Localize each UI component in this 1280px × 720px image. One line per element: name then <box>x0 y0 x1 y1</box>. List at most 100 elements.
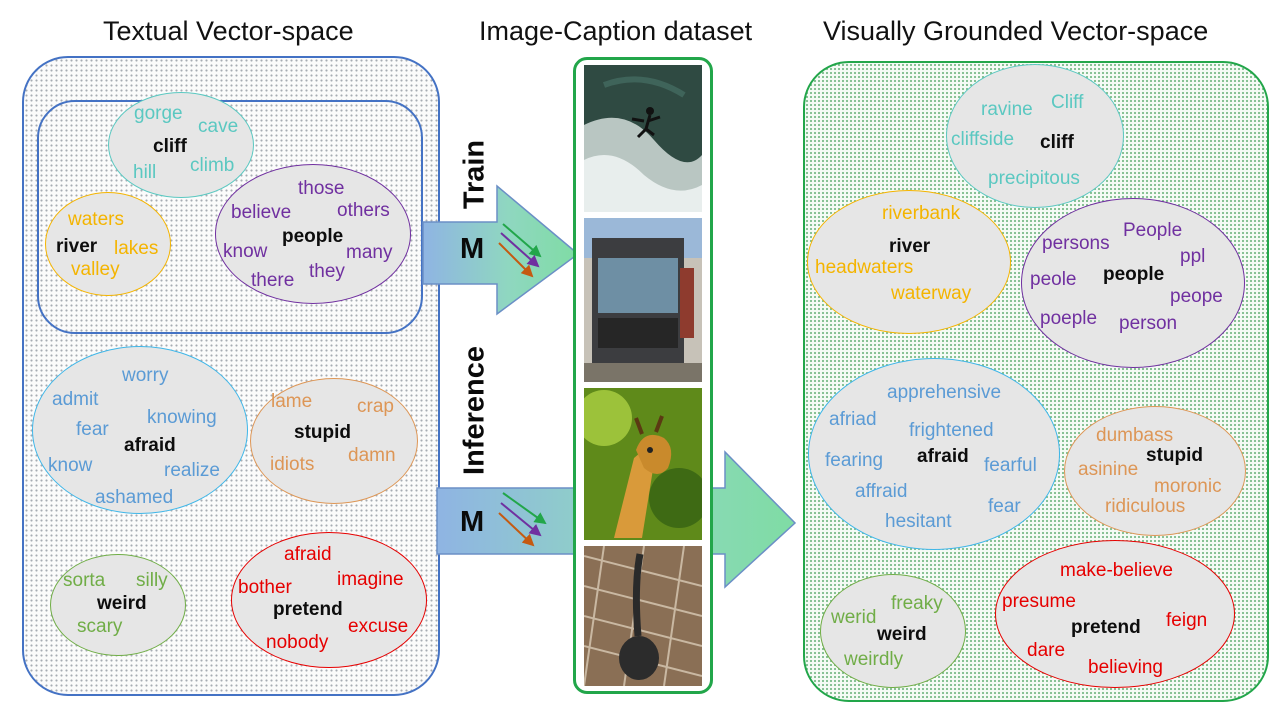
word: waters <box>68 209 124 230</box>
cluster-afraid-textual <box>32 346 248 514</box>
cluster-center-word: people <box>282 226 344 247</box>
word: valley <box>71 259 120 280</box>
word: cliffside <box>951 129 1015 150</box>
word: frightened <box>909 420 994 441</box>
cluster-stupid-textual <box>250 378 418 504</box>
word: many <box>346 242 393 263</box>
word: peole <box>1030 269 1077 290</box>
word: freaky <box>891 593 943 614</box>
cluster-center-word: stupid <box>1146 445 1203 466</box>
word: excuse <box>348 616 409 637</box>
word: worry <box>122 365 169 386</box>
word: there <box>251 270 295 291</box>
word: person <box>1119 313 1178 334</box>
word: dumbass <box>1096 425 1174 446</box>
word: apprehensive <box>887 382 1002 403</box>
word: knowing <box>147 407 217 428</box>
cluster-center-word: cliff <box>153 136 187 157</box>
word: dare <box>1027 640 1066 661</box>
cluster-cliff-grounded <box>946 64 1124 208</box>
word: sorta <box>63 570 106 591</box>
cluster-pretend-textual <box>231 532 427 668</box>
train-model-wedges <box>498 223 542 278</box>
cluster-afraid-grounded <box>808 358 1060 550</box>
word: moronic <box>1154 476 1222 497</box>
word: riverbank <box>882 203 961 224</box>
word: others <box>337 200 390 221</box>
word: admit <box>52 389 99 410</box>
word: climb <box>190 155 235 176</box>
word: affraid <box>855 481 908 502</box>
word: those <box>298 178 345 199</box>
cluster-river-grounded <box>807 190 1011 334</box>
surfer-photo <box>584 65 702 212</box>
word: believing <box>1088 657 1163 678</box>
word: fear <box>988 496 1021 517</box>
image-strip <box>573 57 713 694</box>
word: damn <box>348 445 396 466</box>
word: persons <box>1042 233 1110 254</box>
bus-photo <box>584 218 702 382</box>
word: afriad <box>829 409 877 430</box>
cluster-weird-grounded <box>820 574 966 688</box>
word: believe <box>231 202 292 223</box>
cluster-center-word: pretend <box>273 599 343 620</box>
word: ridiculous <box>1105 496 1186 517</box>
cluster-stupid-grounded <box>1064 406 1246 536</box>
word: know <box>223 241 268 262</box>
word: fearing <box>825 450 884 471</box>
cluster-center-word: river <box>889 236 931 257</box>
cluster-center-word: weird <box>877 624 927 645</box>
word: crap <box>357 396 394 417</box>
word: hesitant <box>885 511 952 532</box>
spoon-photo <box>584 546 702 686</box>
word: People <box>1123 220 1183 241</box>
cluster-weird-textual <box>50 554 186 656</box>
grounded-space-title: Visually Grounded Vector-space <box>823 16 1209 46</box>
word: waterway <box>891 283 972 304</box>
cluster-people-textual <box>215 164 411 304</box>
word: gorge <box>134 103 183 124</box>
textual-inner-panel <box>37 100 423 334</box>
word: ppl <box>1180 246 1206 267</box>
word: Cliff <box>1051 92 1084 113</box>
word: bother <box>238 577 292 598</box>
word: make-believe <box>1060 560 1173 581</box>
word: feign <box>1166 610 1208 631</box>
word: realize <box>164 460 220 481</box>
word: peope <box>1170 286 1223 307</box>
word: scary <box>77 616 123 637</box>
cluster-center-word: cliff <box>1040 132 1074 153</box>
cluster-center-word: weird <box>97 593 147 614</box>
train-label: Train <box>458 139 491 210</box>
cluster-river-textual <box>45 192 171 296</box>
word: werid <box>831 607 877 628</box>
train-arrow <box>422 184 580 316</box>
word: ravine <box>981 99 1033 120</box>
word: afraid <box>284 544 332 565</box>
giraffe-photo <box>584 388 702 540</box>
word: fearful <box>984 455 1037 476</box>
model-label-train: M <box>460 233 485 265</box>
cluster-center-word: people <box>1103 264 1165 285</box>
word: lame <box>271 391 313 412</box>
word: presume <box>1002 591 1076 612</box>
cluster-center-word: river <box>56 236 98 257</box>
cluster-pretend-grounded <box>995 540 1235 688</box>
word: they <box>309 261 345 282</box>
word: asinine <box>1078 459 1139 480</box>
word: know <box>48 455 93 476</box>
cluster-center-word: stupid <box>294 422 351 443</box>
cluster-center-word: afraid <box>124 435 176 456</box>
word: idiots <box>270 454 315 475</box>
word: poeple <box>1040 308 1098 329</box>
textual-space-title: Textual Vector-space <box>103 16 354 46</box>
word: cave <box>198 116 239 137</box>
inference-label: Inference <box>458 346 491 475</box>
word: precipitous <box>988 168 1080 189</box>
model-label-inference: M <box>460 506 485 538</box>
word: weirdly <box>844 649 904 670</box>
cluster-center-word: afraid <box>917 446 969 467</box>
word: fear <box>76 419 109 440</box>
word: headwaters <box>815 257 914 278</box>
